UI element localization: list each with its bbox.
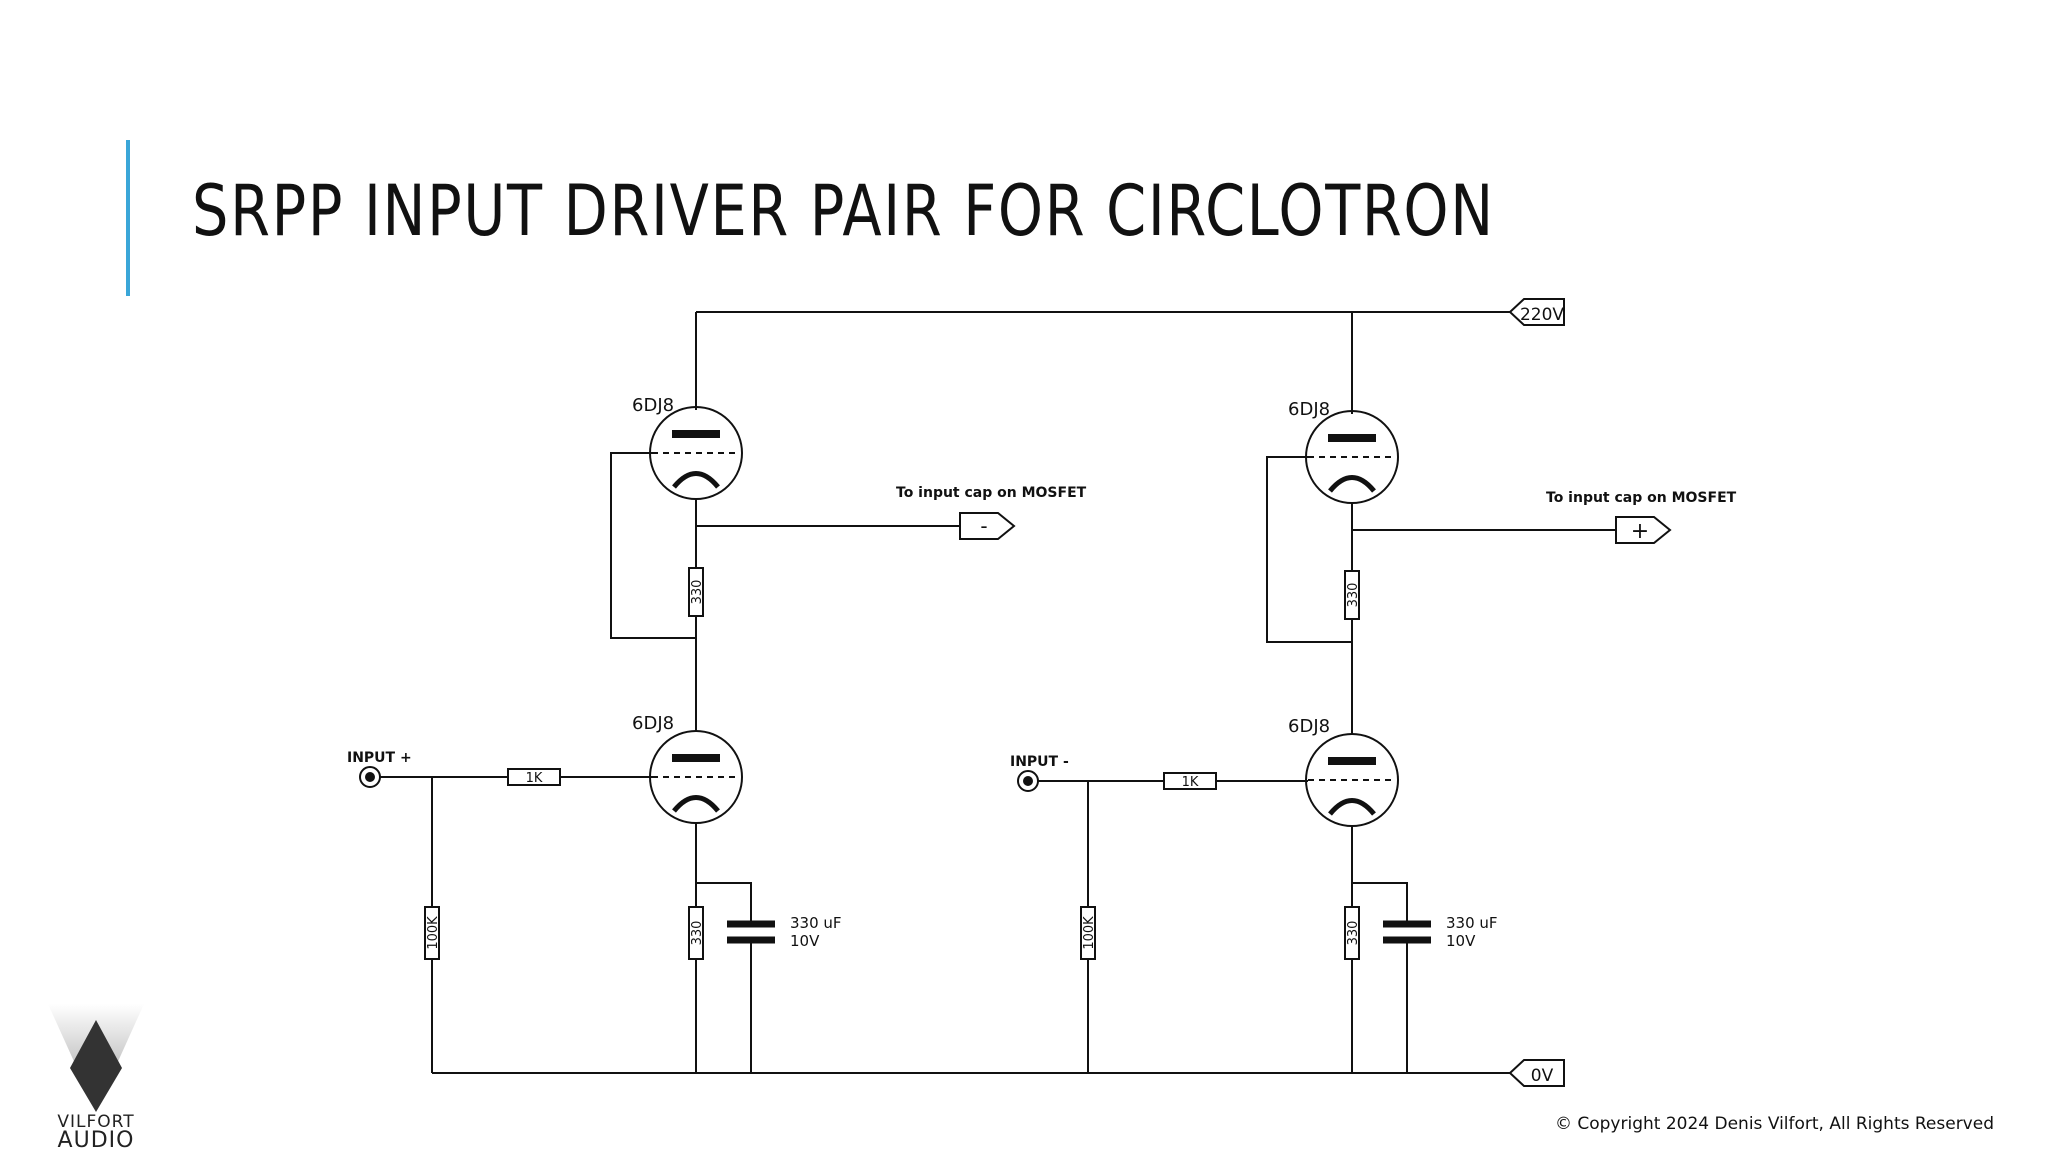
left-cap-voltage: 10V [790, 932, 820, 950]
right-grid-leak-label: 100K [1082, 916, 1097, 950]
right-upper-tube-label: 6DJ8 [1288, 399, 1330, 420]
ground-label: 0V [1531, 1066, 1554, 1086]
right-output-symbol: + [1631, 519, 1649, 544]
page-title: SRPP INPUT DRIVER PAIR FOR CIRCLOTRON [192, 170, 1495, 252]
right-output-flag [1615, 516, 1672, 544]
left-grid-resistor-label: 1K [526, 771, 543, 786]
left-input-label: INPUT + [347, 750, 412, 766]
supply-flag [1508, 298, 1565, 326]
left-output-flag [959, 512, 1016, 540]
left-cathode-resistor-label: 330 [690, 921, 705, 946]
left-input-jack-center [365, 772, 375, 782]
copyright-notice: © Copyright 2024 Denis Vilfort, All Righ… [1554, 1114, 1994, 1134]
left-output-note: To input cap on MOSFET [896, 485, 1087, 501]
left-lower-tube-label: 6DJ8 [632, 713, 674, 734]
right-cathode-resistor-label: 330 [1346, 921, 1361, 946]
title-accent-bar [126, 140, 130, 296]
vilfort-logo-icon [48, 1004, 144, 1112]
right-input-jack-center [1023, 776, 1033, 786]
left-upper-tube-cathode [672, 471, 720, 489]
ground-flag [1508, 1059, 1565, 1087]
right-plate-resistor-label: 330 [1346, 583, 1361, 608]
right-output-note: To input cap on MOSFET [1546, 490, 1737, 506]
left-upper-grid-wire [610, 452, 696, 639]
left-cap-value: 330 uF [790, 914, 842, 932]
right-input-label: INPUT - [1010, 754, 1069, 770]
left-output-symbol: - [980, 514, 987, 538]
right-cap-wire [1352, 882, 1408, 921]
left-upper-tube-label: 6DJ8 [632, 395, 674, 416]
logo-text-line2: AUDIO [57, 1128, 135, 1153]
left-cap-wire [696, 882, 752, 921]
right-lower-tube-cathode [1328, 798, 1376, 816]
right-cap-value: 330 uF [1446, 914, 1498, 932]
right-upper-grid-wire [1266, 456, 1352, 643]
left-lower-tube-cathode [672, 795, 720, 813]
right-upper-tube-cathode [1328, 475, 1376, 493]
supply-label: 220V [1520, 305, 1564, 325]
left-grid-leak-label: 100K [426, 916, 441, 950]
logo-text-line1: VILFORT [57, 1112, 135, 1132]
right-lower-tube-label: 6DJ8 [1288, 716, 1330, 737]
right-grid-resistor-label: 1K [1182, 775, 1199, 790]
right-cap-voltage: 10V [1446, 932, 1476, 950]
left-plate-resistor-label: 330 [690, 580, 705, 605]
